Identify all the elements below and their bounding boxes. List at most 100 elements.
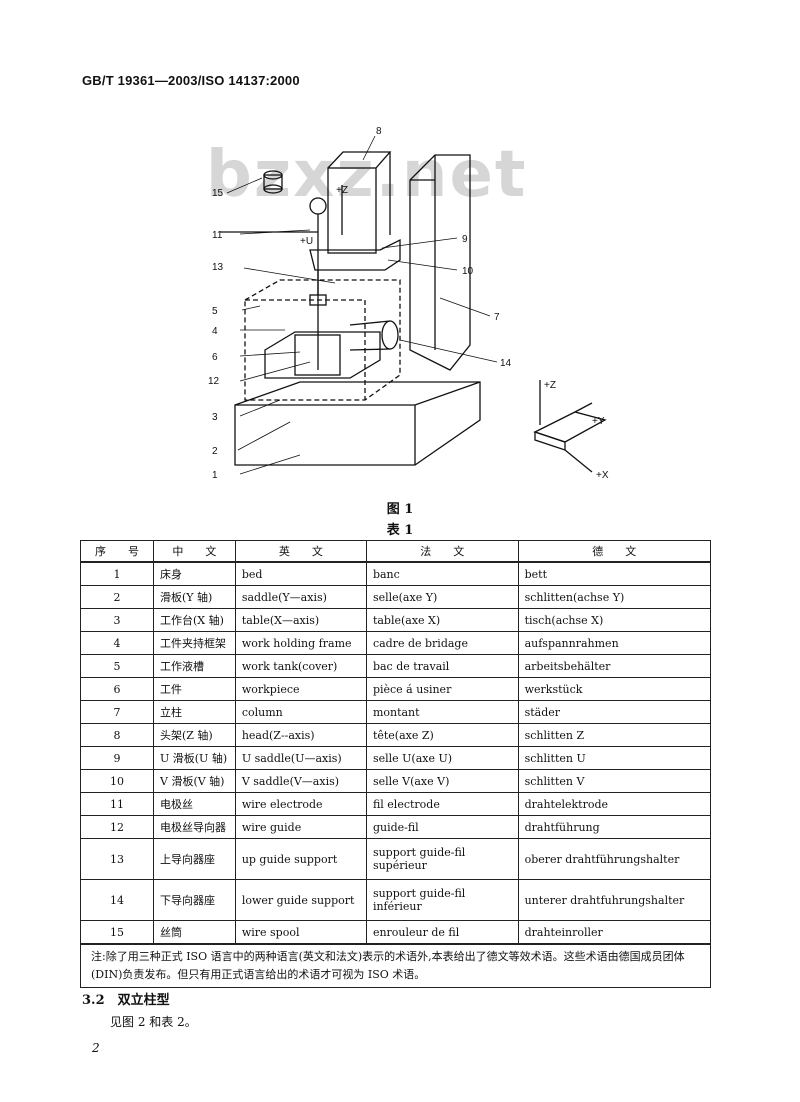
col-zh: 中 文 bbox=[153, 540, 236, 563]
cell-en: workpiece bbox=[234, 677, 367, 701]
cell-de: schlitten Z bbox=[517, 723, 712, 747]
table-caption: 表 1 bbox=[386, 523, 414, 538]
document-header: GB/T 19361—2003/ISO 14137:2000 bbox=[82, 73, 300, 88]
cell-de: drahtführung bbox=[517, 815, 712, 839]
cell-zh: 头架(Z 轴) bbox=[153, 723, 236, 747]
callout-3: 3 bbox=[212, 412, 218, 423]
cell-en: work holding frame bbox=[234, 631, 367, 655]
cell-no: 9 bbox=[80, 746, 154, 770]
callout-8: 8 bbox=[376, 126, 382, 137]
work-tank bbox=[244, 279, 401, 401]
figure-caption: 图 1 bbox=[386, 502, 414, 517]
workpiece bbox=[294, 334, 341, 376]
cell-en: wire guide bbox=[234, 815, 367, 839]
col-fr: 法 文 bbox=[365, 540, 519, 563]
cell-de: werkstück bbox=[517, 677, 712, 701]
callout-9: 9 bbox=[462, 234, 468, 245]
cell-en: wire spool bbox=[234, 920, 367, 945]
callout-1: 1 bbox=[212, 470, 218, 481]
cell-en: column bbox=[234, 700, 367, 724]
cell-de: schlitten(achse Y) bbox=[517, 585, 712, 609]
cell-fr: selle U(axe U) bbox=[365, 746, 519, 770]
cell-de: arbeitsbehälter bbox=[517, 654, 712, 678]
cell-no: 5 bbox=[80, 654, 154, 678]
callout-5: 5 bbox=[212, 306, 218, 317]
cell-no: 14 bbox=[80, 879, 154, 921]
cell-fr: support guide-fil supérieur bbox=[365, 838, 519, 880]
cell-zh: 下导向器座 bbox=[153, 879, 236, 921]
cell-no: 12 bbox=[80, 815, 154, 839]
column-shape bbox=[409, 154, 471, 371]
bed-shape bbox=[234, 381, 481, 466]
section-title: 3.2 双立柱型 bbox=[82, 993, 170, 1008]
cell-de: oberer drahtführungshalter bbox=[517, 838, 712, 880]
cell-zh: 立柱 bbox=[153, 700, 236, 724]
cell-no: 3 bbox=[80, 608, 154, 632]
cell-fr: pièce á usiner bbox=[365, 677, 519, 701]
cell-zh: 滑板(Y 轴) bbox=[153, 585, 236, 609]
cell-fr: tête(axe Z) bbox=[365, 723, 519, 747]
callout-15: 15 bbox=[212, 188, 224, 199]
table-note-row: 注:除了用三种正式 ISO 语言中的两种语言(英文和法文)表示的术语外,本表给出… bbox=[80, 943, 711, 988]
cell-fr: table(axe X) bbox=[365, 608, 519, 632]
callout-12: 12 bbox=[208, 376, 220, 387]
cell-en: lower guide support bbox=[234, 879, 367, 921]
cell-de: tisch(achse X) bbox=[517, 608, 712, 632]
callout-7: 7 bbox=[494, 312, 500, 323]
cell-fr: banc bbox=[365, 561, 519, 586]
cell-en: head(Z--axis) bbox=[234, 723, 367, 747]
cell-zh: V 滑板(V 轴) bbox=[153, 769, 236, 793]
cell-no: 6 bbox=[80, 677, 154, 701]
cell-no: 4 bbox=[80, 631, 154, 655]
cell-zh: 工作台(X 轴) bbox=[153, 608, 236, 632]
page-number: 2 bbox=[92, 1041, 100, 1055]
col-no: 序 号 bbox=[80, 540, 154, 563]
watermark: bzxz.net bbox=[206, 138, 528, 212]
machine-figure: 15 11 13 5 4 6 12 3 2 1 8 9 10 7 14 +Z +… bbox=[208, 126, 609, 481]
axis-label-z-head: +Z bbox=[336, 185, 348, 196]
cell-zh: 电极丝 bbox=[153, 792, 236, 816]
cell-en: V saddle(V—axis) bbox=[234, 769, 367, 793]
cell-no: 11 bbox=[80, 792, 154, 816]
cell-zh: 丝筒 bbox=[153, 920, 236, 945]
cell-zh: 工作液槽 bbox=[153, 654, 236, 678]
callout-11: 11 bbox=[212, 230, 223, 241]
cell-de: aufspannrahmen bbox=[517, 631, 712, 655]
cell-fr: support guide-fil inférieur bbox=[365, 879, 519, 921]
callout-13: 13 bbox=[212, 262, 224, 273]
cell-en: wire electrode bbox=[234, 792, 367, 816]
callout-14: 14 bbox=[500, 358, 512, 369]
cell-de: städer bbox=[517, 700, 712, 724]
cell-zh: 工件夹持框架 bbox=[153, 631, 236, 655]
cell-en: bed bbox=[234, 561, 367, 586]
cell-de: schlitten V bbox=[517, 769, 712, 793]
cell-fr: bac de travail bbox=[365, 654, 519, 678]
cell-fr: guide-fil bbox=[365, 815, 519, 839]
cell-no: 13 bbox=[80, 838, 154, 880]
cell-en: work tank(cover) bbox=[234, 654, 367, 678]
cell-de: schlitten U bbox=[517, 746, 712, 770]
cell-de: unterer drahtfuhrungshalter bbox=[517, 879, 712, 921]
axis-label-z: +Z bbox=[544, 380, 556, 391]
cell-en: saddle(Y—axis) bbox=[234, 585, 367, 609]
cell-de: bett bbox=[517, 561, 712, 586]
cell-zh: 床身 bbox=[153, 561, 236, 586]
cell-fr: cadre de bridage bbox=[365, 631, 519, 655]
cell-no: 15 bbox=[80, 920, 154, 945]
cell-de: drahtelektrode bbox=[517, 792, 712, 816]
head-shape bbox=[327, 167, 377, 254]
axis-label-u: +U bbox=[300, 236, 313, 247]
